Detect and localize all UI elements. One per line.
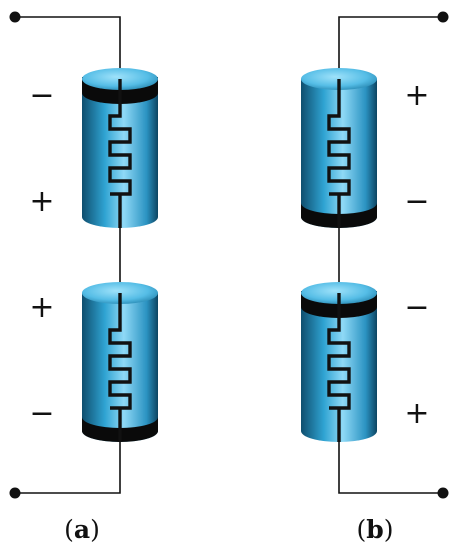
caption-close-paren: ) [90,515,100,544]
capacitor-upper-plate-trace [327,79,351,228]
top-lead-wire [15,16,121,79]
panel-caption: (a) [64,515,100,544]
bottom-terminal-dot [437,487,449,499]
panel-caption: (b) [356,515,393,544]
polarity-sign: + [29,290,54,325]
polarity-sign: − [29,396,54,431]
polarity-sign: + [404,78,429,113]
capacitor-upper [82,68,158,228]
capacitor-lower [301,282,377,442]
top-lead-wire [338,16,443,79]
polarity-sign: − [404,290,429,325]
capacitor-upper [301,68,377,228]
panel-b: + − − + (b) [301,11,449,544]
caption-open-paren: ( [64,515,74,544]
bottom-lead-wire [338,442,443,494]
polarity-sign: − [404,184,429,219]
caption-letter: b [366,515,383,544]
bottom-lead-wire [15,442,121,494]
panel-a: − + + − (a) [9,11,158,544]
polarity-sign: + [404,396,429,431]
top-terminal-dot [9,11,21,23]
top-terminal-dot [437,11,449,23]
caption-close-paren: ) [384,515,394,544]
capacitor-lower [82,282,158,442]
caption-letter: a [74,515,90,544]
polarity-sign: + [29,184,54,219]
capacitor-lower-plate-trace [108,293,132,442]
capacitor-upper-plate-trace [108,79,132,228]
bottom-terminal-dot [9,487,21,499]
polarity-sign: − [29,78,54,113]
caption-open-paren: ( [356,515,366,544]
capacitor-lower-plate-trace [327,293,351,442]
